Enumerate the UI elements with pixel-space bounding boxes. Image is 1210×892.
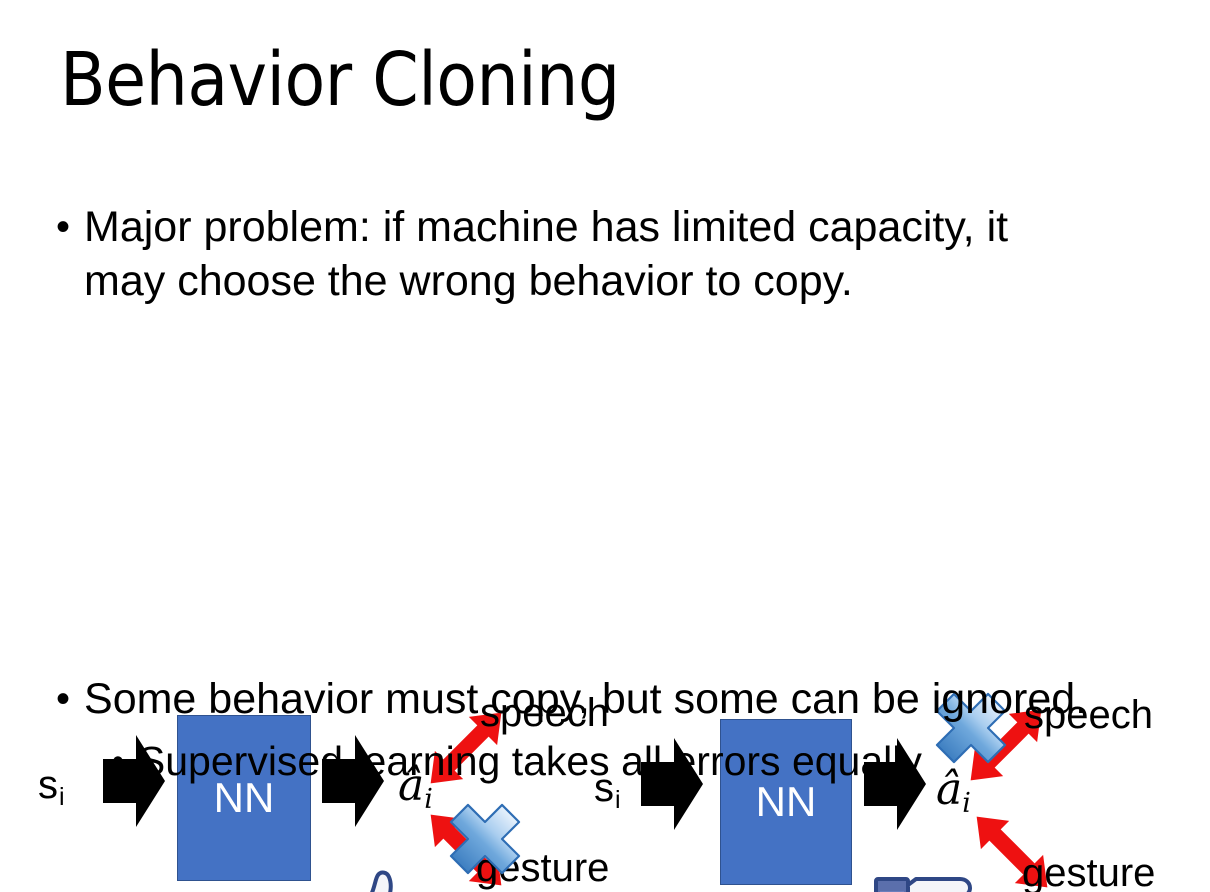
branch-arrow-gesture-right-icon <box>952 792 1072 892</box>
state-subscript: i <box>59 783 65 811</box>
input-arrow-right-icon <box>641 738 703 830</box>
bullet-bottom-level1: • Some behavior must copy, but some can … <box>56 672 1156 726</box>
action-label-right: âi <box>936 768 971 820</box>
branch-arrow-speech-left-icon <box>406 688 526 808</box>
state-subscript: i <box>615 786 621 814</box>
cross-out-speech-right-icon <box>928 685 1014 771</box>
thumbs-up-icon <box>325 868 429 892</box>
action-symbol: â <box>936 764 963 815</box>
branch-label-gesture-right: gesture <box>1022 851 1156 892</box>
input-arrow-left-icon <box>103 735 165 827</box>
action-symbol: â <box>398 760 425 811</box>
diagram-right: si NN Actor âi <box>576 340 1176 892</box>
bullet-top: • Major problem: if machine has limited … <box>56 200 1136 308</box>
bullet-top-text: Major problem: if machine has limited ca… <box>84 203 1009 305</box>
bullet-bottom-level2-text: Supervised learning takes all errors equ… <box>137 738 922 784</box>
bullet-bottom-level1-text: Some behavior must copy, but some can be… <box>84 675 1088 723</box>
bullet-marker-icon: • <box>56 205 71 249</box>
branch-label-speech-left: speech <box>480 691 609 735</box>
state-symbol: s <box>594 766 614 810</box>
state-label-right: si <box>594 766 621 814</box>
page-title: Behavior Cloning <box>60 37 620 123</box>
branch-label-speech-right: speech <box>1024 693 1153 737</box>
nn-box-left: NN <box>177 715 311 881</box>
action-subscript: i <box>962 788 971 819</box>
action-label-left: âi <box>398 764 433 816</box>
output-arrow-right-icon <box>864 738 926 830</box>
output-arrow-left-icon <box>322 735 384 827</box>
action-subscript: i <box>424 784 433 815</box>
bullet-bottom-level2: • Supervised learning takes all errors e… <box>112 734 1162 788</box>
thumbs-down-icon <box>872 867 976 892</box>
nn-box-label-right: NN <box>755 778 817 825</box>
cross-out-gesture-left-icon <box>442 796 528 882</box>
bullet-marker-icon: • <box>112 742 124 780</box>
nn-box-right: NN <box>720 719 852 885</box>
nn-box-label-left: NN <box>213 774 275 821</box>
state-label-left: si <box>38 763 65 811</box>
diagram-left: si NN Actor âi <box>10 340 610 892</box>
bullet-marker-icon: • <box>56 677 71 721</box>
state-symbol: s <box>38 763 58 807</box>
